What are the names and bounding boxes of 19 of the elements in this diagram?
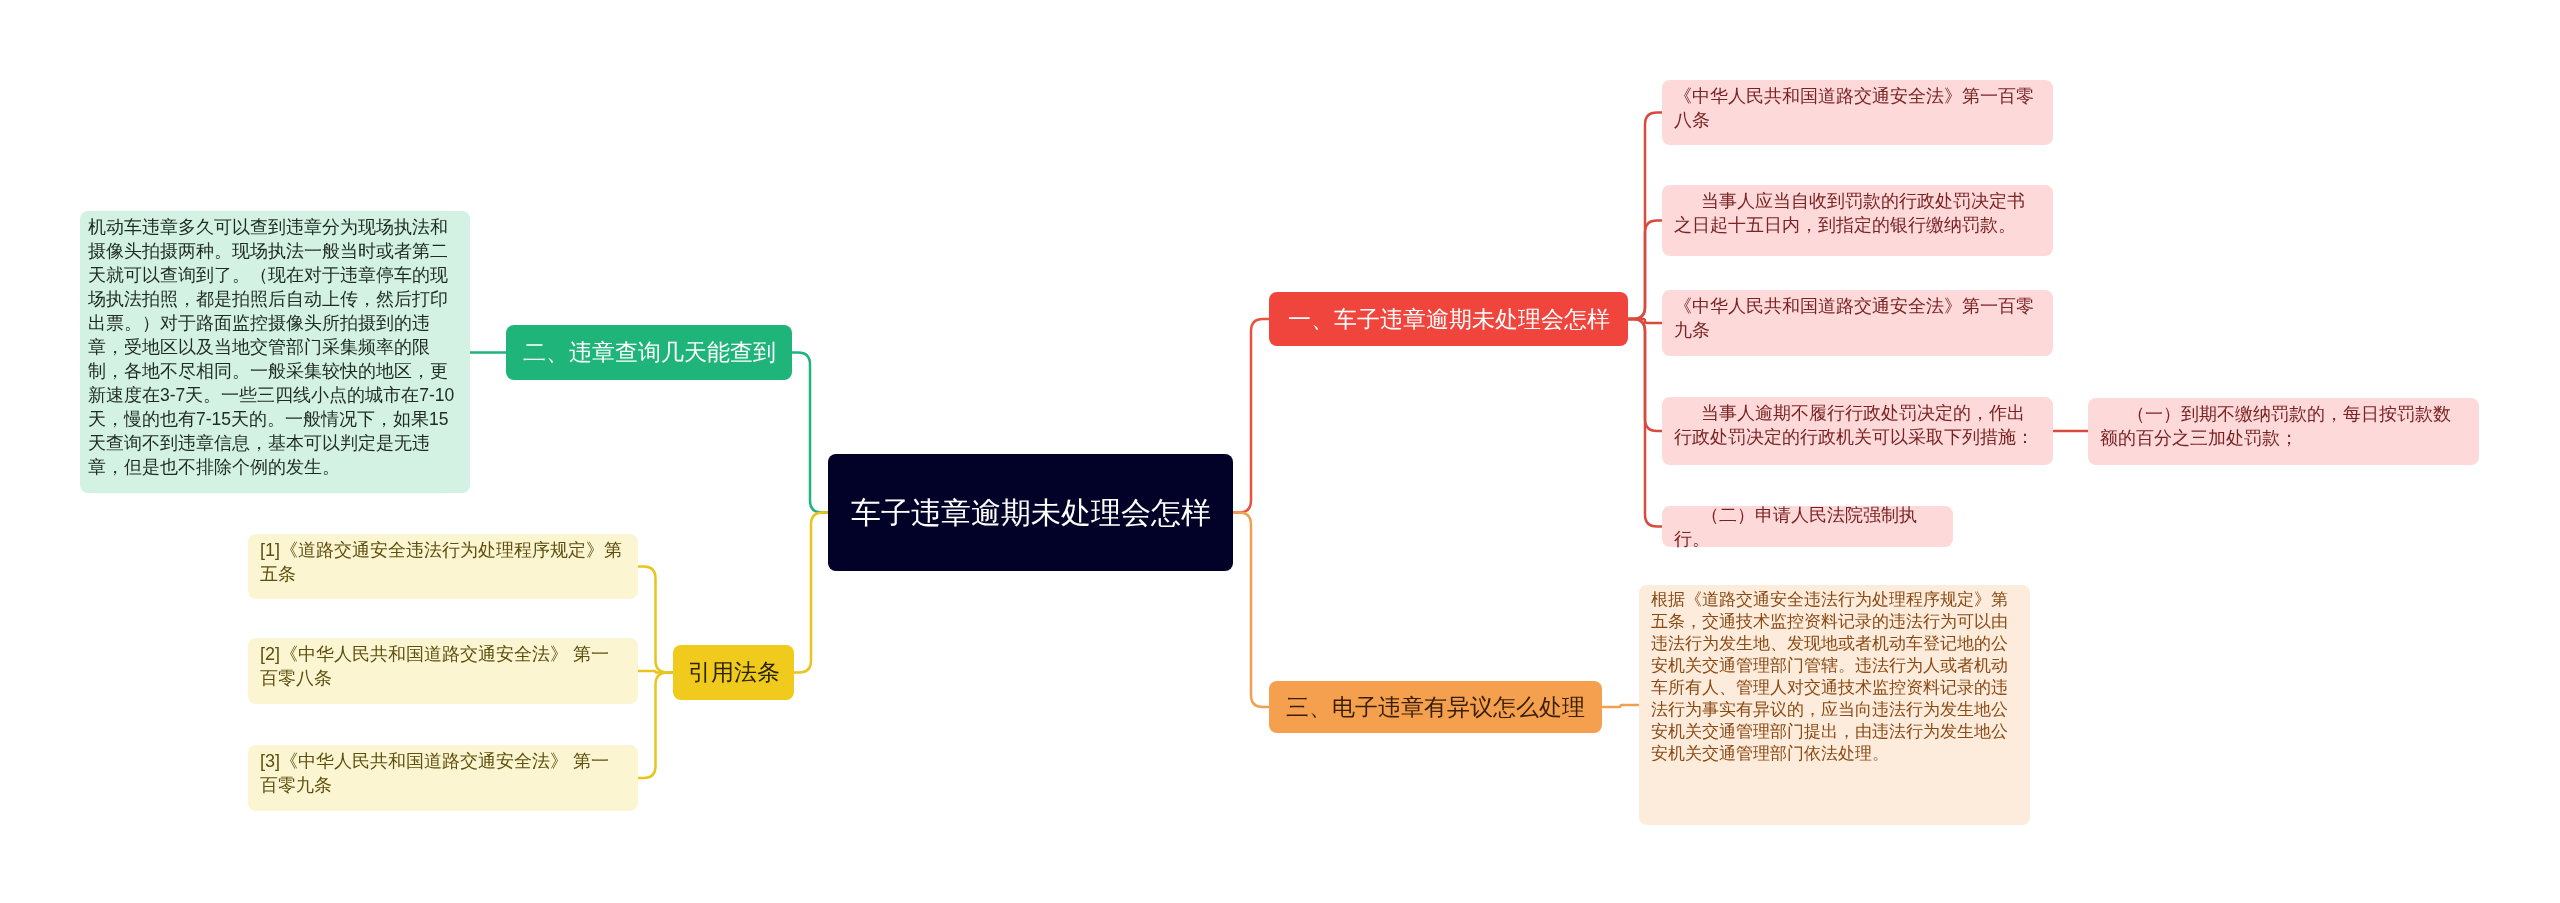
connector-line xyxy=(1602,703,1639,709)
law-card: 当事人逾期不履行行政处罚决定的，作出行政处罚决定的行政机关可以采取下列措施： xyxy=(1662,397,2053,465)
law-card: 《中华人民共和国道路交通安全法》第一百零八条 xyxy=(1662,80,2053,145)
branch-topic: 三、电子违章有异议怎么处理 xyxy=(1269,681,1602,733)
law-card: （二）申请人民法院强制执行。 xyxy=(1662,506,1953,547)
connector-line xyxy=(2053,429,2088,433)
law-card: （一）到期不缴纳罚款的，每日按罚款数额的百分之三加处罚款； xyxy=(2088,398,2479,465)
citation-card: [2]《中华人民共和国道路交通安全法》 第一百零八条 xyxy=(248,638,638,704)
citation-card: [1]《道路交通安全违法行为处理程序规定》第五条 xyxy=(248,534,638,599)
branch-topic: 引用法条 xyxy=(673,645,794,700)
root-topic: 车子违章逾期未处理会怎样 xyxy=(828,454,1233,571)
law-card: 当事人应当自收到罚款的行政处罚决定书之日起十五日内，到指定的银行缴纳罚款。 xyxy=(1662,185,2053,256)
law-card: 《中华人民共和国道路交通安全法》第一百零九条 xyxy=(1662,290,2053,356)
note-card: 根据《道路交通安全违法行为处理程序规定》第五条，交通技术监控资料记录的违法行为可以由违法行为发生地、发现地或者机动车登记地的公安机关交通管理部门管辖。违法行为人或者机动车所有人、管理人对交通技术监控资料记录的违法行为事实有异议的，应当向违法行为发生地公安机关交通管理部门提出，由违法行为发生地公安机关交通管理部门依法处理。 xyxy=(1639,585,2030,825)
branch-topic: 二、违章查询几天能查到 xyxy=(506,325,792,380)
citation-card: [3]《中华人民共和国道路交通安全法》 第一百零九条 xyxy=(248,745,638,811)
connector-line xyxy=(470,351,506,354)
branch-topic: 一、车子违章逾期未处理会怎样 xyxy=(1269,292,1628,346)
note-card: 机动车违章多久可以查到违章分为现场执法和摄像头拍摄两种。现场执法一般当时或者第二天就可以查询到了。（现在对于违章停车的现场执法拍照，都是拍照后自动上传，然后打印出票。）对于路面监控摄像头所拍摄到的违章，受地区以及当地交管部门采集频率的限制，各地不尽相同。一般采集较快的地区，更新速度在3-7天。一些三四线小点的城市在7-10天，慢的也有7-15天的。一般情况下，如果15天查询不到违章信息，基本可以判定是无违章，但是也不排除个例的发生。 xyxy=(80,211,470,493)
